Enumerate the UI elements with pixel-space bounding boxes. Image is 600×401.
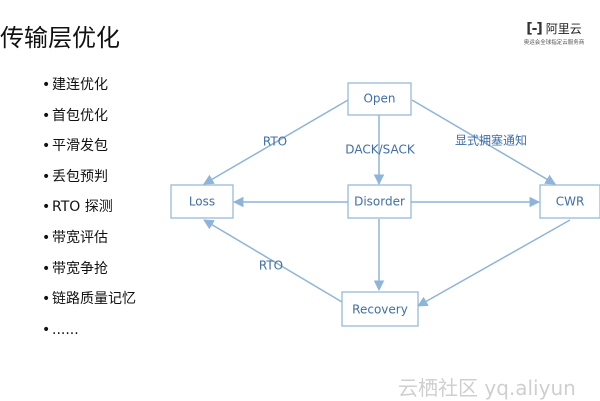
bullet-dot: • [42, 229, 51, 246]
bullet-item: •平滑发包 [42, 133, 136, 164]
bullet-dot: • [42, 291, 51, 308]
edge-label-open-to-cwr: 显式拥塞通知 [455, 133, 527, 148]
edge-label-open-to-disorder: DACK/SACK [345, 143, 416, 157]
edge-label-recovery-to-loss: RTO [259, 259, 283, 273]
node-open: Open [347, 82, 412, 116]
node-cwr: CWR [539, 184, 600, 219]
bullet-dot: • [42, 77, 51, 93]
svg-text:Loss: Loss [189, 195, 215, 209]
svg-text:Open: Open [363, 92, 395, 106]
slide-title: 传输层优化 [0, 24, 120, 52]
bullet-dot: • [42, 321, 51, 338]
bullet-text: 链路质量记忆 [52, 291, 136, 308]
bullet-dot: • [42, 199, 51, 216]
edge-label-open-to-loss: RTO [263, 135, 287, 149]
edge-open-to-cwr [411, 99, 556, 185]
bullet-dot: • [42, 260, 51, 277]
aliyun-logo: [-] 阿里云 奥运会全球指定云服务商 [518, 20, 590, 47]
bullet-text: 平滑发包 [52, 138, 108, 155]
bullet-text: ...... [52, 321, 79, 338]
bullet-item: •...... [42, 317, 136, 348]
edge-open-to-loss [203, 99, 349, 185]
bullet-text: 首包优化 [52, 107, 108, 124]
edge-cwr-to-recovery [417, 219, 571, 307]
bullet-item: •链路质量记忆 [42, 286, 136, 317]
bullet-dot: • [42, 168, 51, 185]
bullet-item: •首包优化 [42, 103, 136, 134]
bullet-item: •带宽争抢 [42, 256, 136, 287]
bullet-text: 带宽争抢 [52, 260, 108, 277]
edge-recovery-to-loss [203, 219, 343, 303]
watermark: 云栖社区 yq.aliyun [398, 376, 576, 400]
logo-mark-icon: [-] [526, 20, 543, 37]
node-disorder: Disorder [347, 184, 412, 219]
svg-text:Recovery: Recovery [352, 303, 408, 317]
bullet-dot: • [42, 138, 51, 155]
svg-text:CWR: CWR [556, 195, 585, 209]
bullet-list: •建连优化•首包优化•平滑发包•丢包预判•RTO 探测•带宽评估•带宽争抢•链路… [42, 72, 136, 347]
bullet-item: •RTO 探测 [42, 194, 136, 225]
node-loss: Loss [170, 184, 234, 219]
logo-subtitle: 奥运会全球指定云服务商 [523, 40, 585, 46]
bullet-text: 丢包预判 [52, 168, 108, 185]
bullet-text: 建连优化 [52, 77, 108, 93]
logo-text: 阿里云 [545, 22, 582, 36]
bullet-item: •建连优化 [42, 72, 136, 103]
bullet-text: RTO 探测 [52, 199, 113, 216]
bullet-item: •丢包预判 [42, 164, 136, 195]
svg-text:Disorder: Disorder [354, 195, 405, 209]
bullet-text: 带宽评估 [52, 229, 108, 246]
bullet-dot: • [42, 107, 51, 124]
bullet-item: •带宽评估 [42, 225, 136, 256]
node-recovery: Recovery [341, 291, 419, 327]
